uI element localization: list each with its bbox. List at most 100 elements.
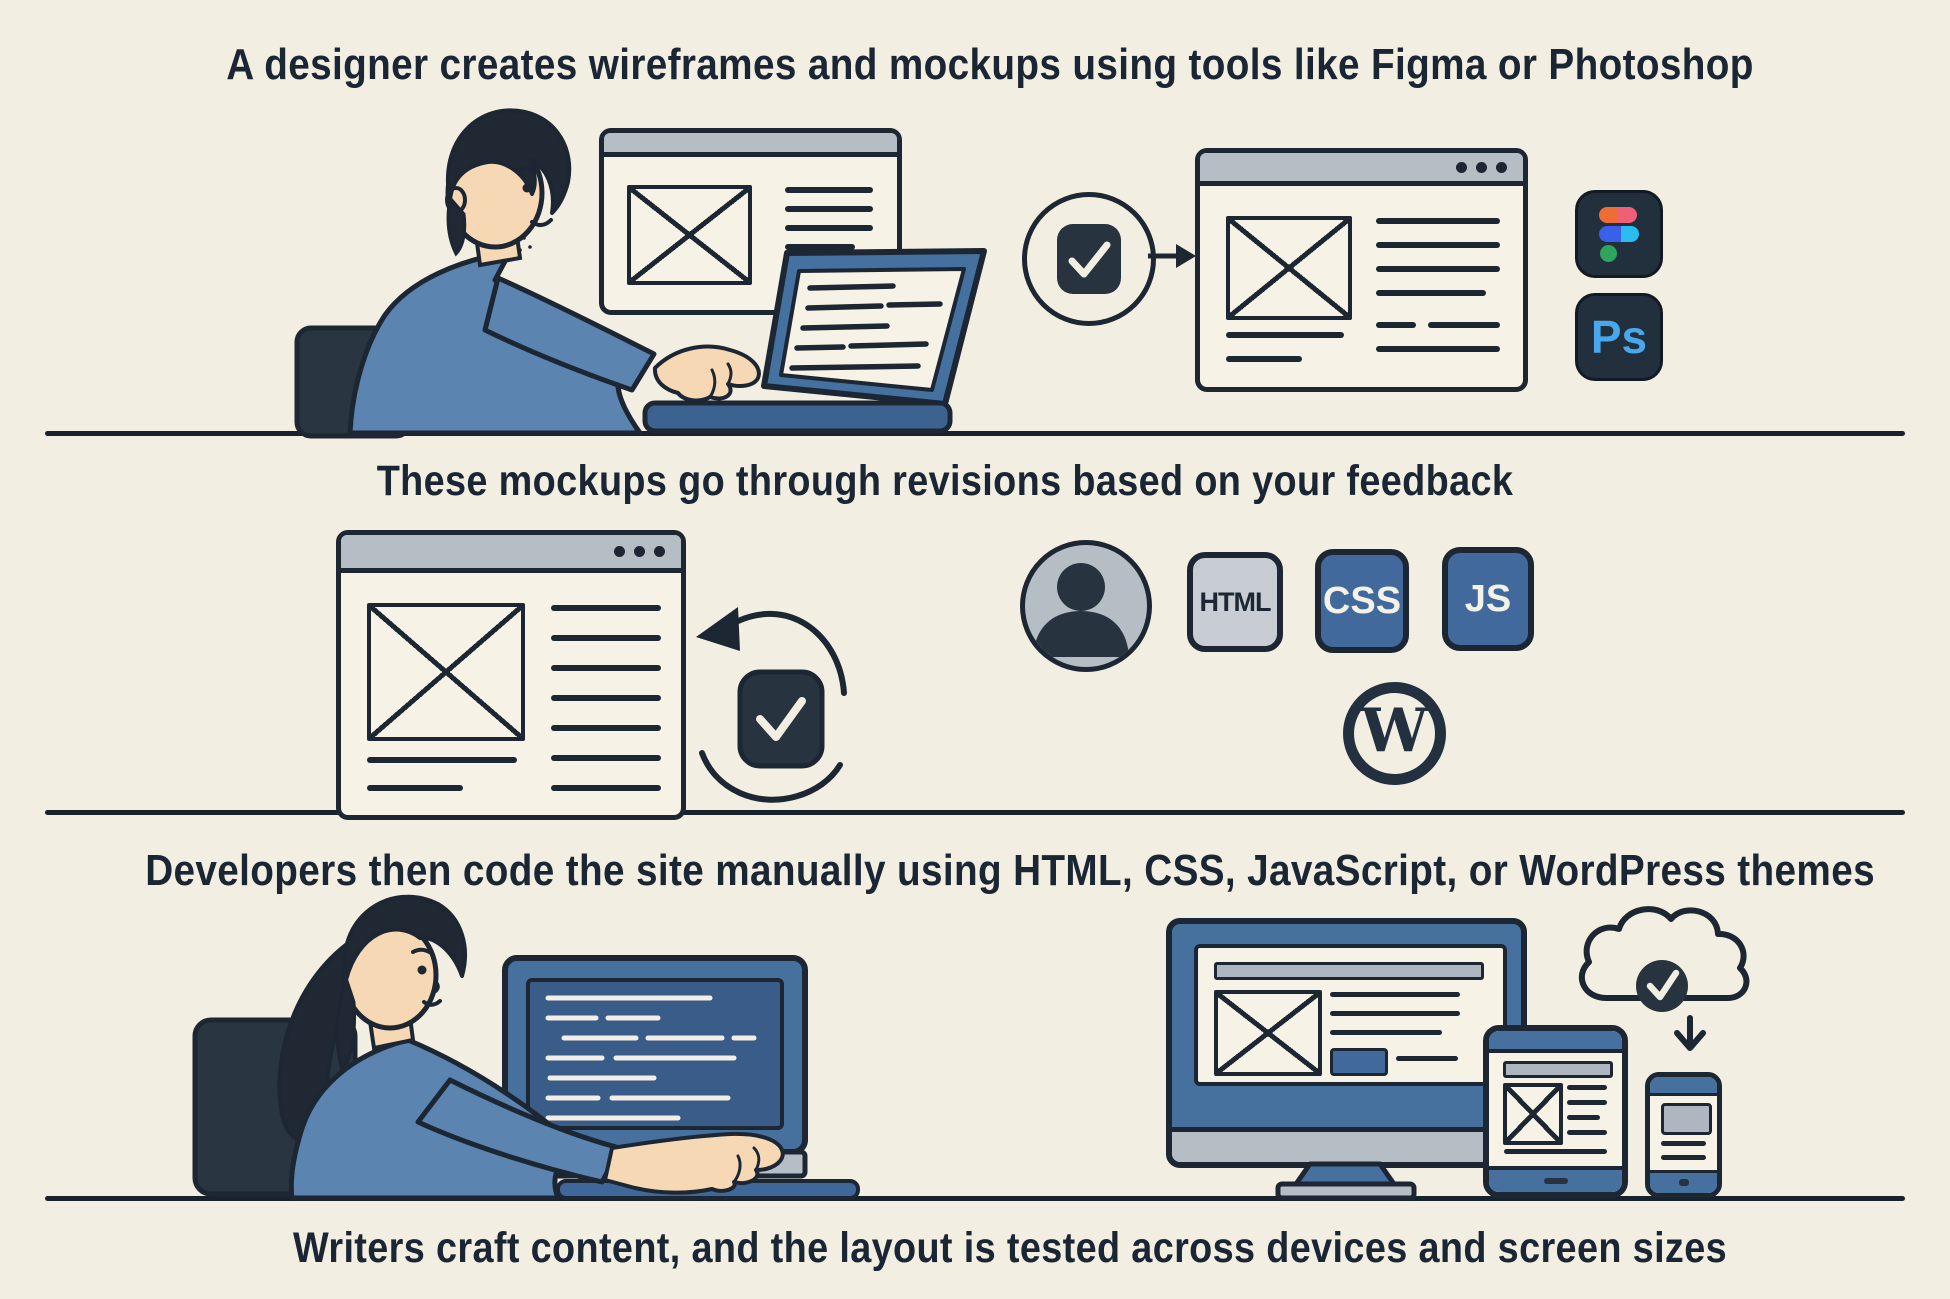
image-placeholder-icon [1214,990,1322,1076]
text-line [551,635,661,641]
text-line [785,244,855,250]
home-button [1543,1178,1568,1184]
step2-title: These mockups go through revisions based… [376,457,1514,505]
designer-arm [482,275,657,393]
developer-illustration [192,894,860,1201]
wordpress-icon: W [1343,682,1446,785]
figma-icon [1575,190,1663,278]
text-line [551,665,661,671]
window-dot [654,546,665,557]
tablet-bottom-band [1489,1166,1622,1192]
wordpress-label: W [1360,695,1429,766]
test-monitor-stand [1275,1161,1417,1201]
text-line [1376,218,1500,224]
step1-title: A designer creates wireframes and mockup… [226,40,1754,89]
designer-hair [446,108,572,215]
desk-line [45,1196,1905,1201]
text-line [551,605,661,611]
nav-bar [1503,1061,1613,1078]
figma-logo [1599,206,1639,262]
designer-smile [530,218,553,227]
js-label: JS [1464,577,1512,620]
text-line [1376,290,1486,296]
designer-brow [516,165,539,173]
window-dot [634,546,645,557]
photoshop-icon: Ps [1575,293,1663,381]
text-line [785,187,873,193]
designer-hand [652,344,761,403]
developer-eye [417,965,427,975]
text-line [1376,346,1500,352]
hero-block [1661,1103,1712,1135]
revision-refresh-icon [696,607,847,803]
tablet-mockup [1483,1025,1628,1198]
photoshop-label: Ps [1590,311,1648,363]
test-monitor-screen [1194,944,1507,1086]
hand-fingers [708,362,733,399]
text-line [551,725,661,731]
text-line [1376,266,1500,272]
laptop-screen-panel [779,267,966,392]
text-line [1661,1155,1706,1160]
browser-titlebar [341,535,681,573]
text-line [1567,1085,1607,1090]
approval-check-icon [1022,192,1156,326]
code-screen [526,978,784,1130]
download-arrow-icon [1674,1015,1706,1051]
image-placeholder-icon [627,185,752,285]
phone-top-band [1650,1077,1717,1096]
developer-smile [422,999,442,1007]
laptop-code-lines [789,283,943,371]
cta-button [1330,1048,1388,1076]
user-avatar-icon [1020,540,1152,672]
text-line [1330,992,1460,997]
html-label: HTML [1199,586,1272,617]
text-line [551,695,661,701]
text-line [1376,242,1500,248]
window-dot [1496,161,1507,173]
test-monitor [1166,918,1527,1168]
text-line [1567,1130,1607,1135]
designer-eye [522,183,532,193]
monitor-chin [1172,1127,1521,1162]
developer-arm [415,1077,623,1185]
designer-illustration [294,108,987,439]
developer-hair [342,894,467,982]
css-badge: CSS [1315,549,1409,653]
image-placeholder-icon [1503,1083,1563,1145]
browser-titlebar [604,133,897,157]
window-dot [614,546,625,557]
section-divider-2 [45,810,1905,815]
browser-titlebar [1200,153,1523,186]
caption-title: Writers craft content, and the layout is… [292,1224,1728,1272]
developer-hair-side [335,973,356,1073]
text-line [1330,1030,1442,1035]
text-line [1226,356,1302,362]
phone-bottom-band [1650,1170,1717,1193]
mockup-browser-window [1195,148,1528,392]
text-line [1504,1149,1607,1154]
text-line [1376,322,1416,328]
developer-nose [434,980,440,993]
text-line [1396,1056,1458,1061]
code-lines [545,995,757,1121]
check-square-icon [1057,224,1121,294]
window-dot [1456,161,1467,173]
section-divider-1 [45,431,1905,436]
js-badge: JS [1442,547,1534,651]
designer-hair-back [446,194,467,257]
image-placeholder-icon [367,603,525,741]
text-line [1330,1011,1460,1016]
text-line [367,785,463,791]
text-line [1428,322,1500,328]
cloud-check-icon [1578,906,1750,1051]
text-line [367,757,517,763]
text-line [551,785,661,791]
text-line [1226,332,1344,338]
html-badge: HTML [1187,552,1283,652]
text-line [551,755,661,761]
hand-fingers [732,1146,761,1184]
laptop-base [642,400,953,434]
text-line [1567,1100,1607,1105]
developer-brow [411,947,433,955]
